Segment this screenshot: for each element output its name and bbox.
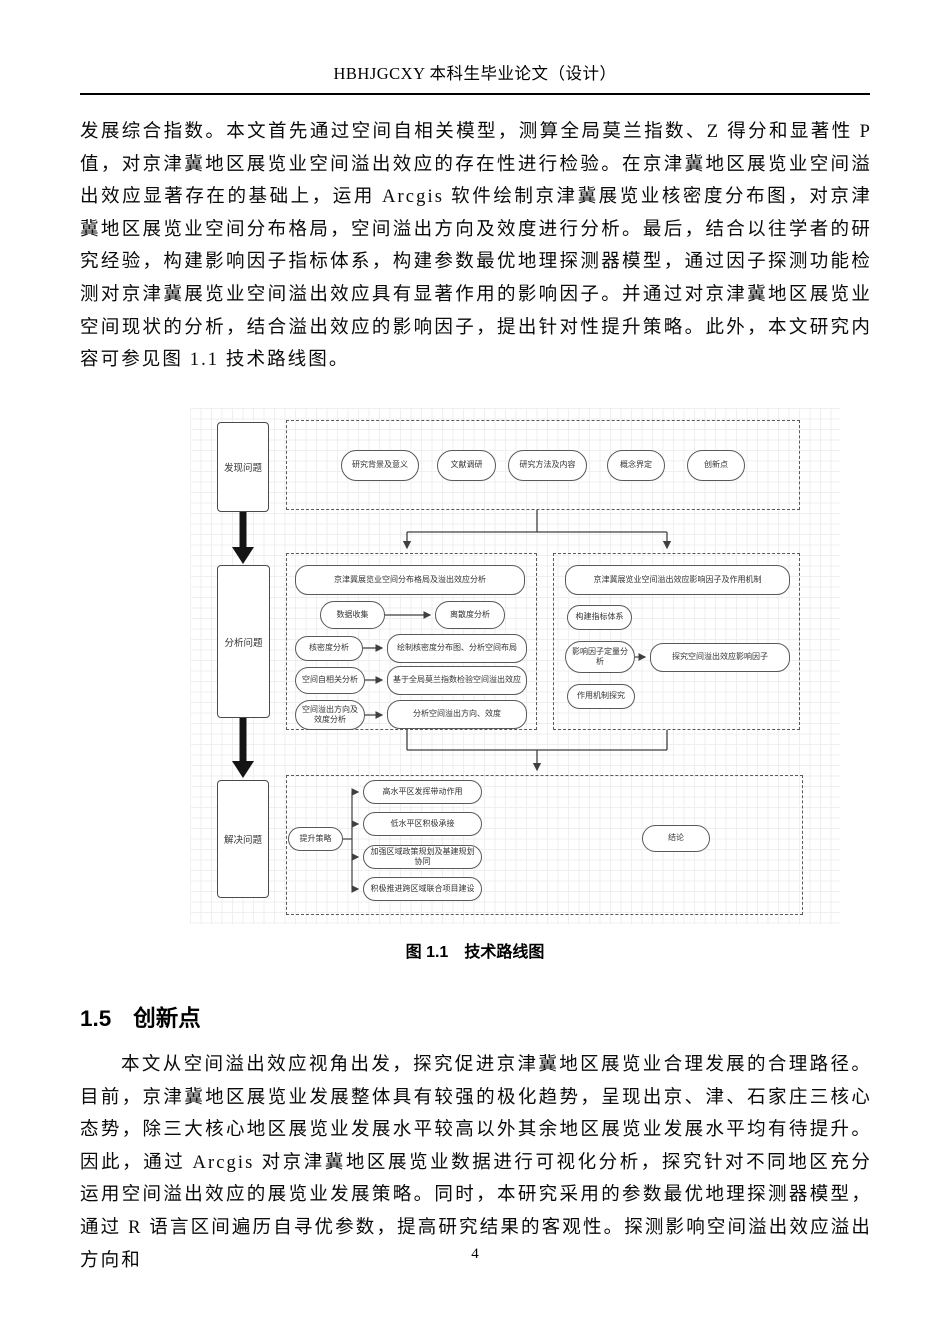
stage-solve-problem: 解决问题 (217, 780, 269, 898)
stage-analyze-problem: 分析问题 (217, 565, 270, 718)
node-dispersion-analysis: 离散度分析 (435, 601, 505, 629)
phase2-left-group-frame (286, 553, 537, 730)
node-kernel-density: 核密度分析 (295, 636, 363, 661)
node-strategy-policy-coordination: 加强区域政策规划及基建规划协同 (363, 845, 482, 869)
node-spillover-direction-task: 分析空间溢出方向、效度 (387, 700, 527, 729)
intro-paragraph: 发展综合指数。本文首先通过空间自相关模型，测算全局莫兰指数、Z 得分和显著性 P… (80, 122, 872, 371)
node-moran-index-task: 基于全局莫兰指数检验空间溢出效应 (387, 666, 527, 695)
section-number: 1.5 (80, 1006, 112, 1031)
node-build-indicator-system: 构建指标体系 (567, 605, 632, 630)
node-research-background: 研究背景及意义 (341, 450, 419, 481)
node-concept-definition: 概念界定 (607, 450, 665, 481)
node-explore-influence-factors: 探究空间溢出效应影响因子 (650, 643, 790, 672)
node-quantitative-factor-analysis: 影响因子定量分析 (565, 641, 635, 673)
phase2-to-phase3-connector (406, 730, 668, 772)
node-spatial-pattern-title: 京津冀展览业空间分布格局及溢出效应分析 (295, 565, 525, 595)
node-spillover-direction: 空间溢出方向及效度分析 (295, 700, 365, 730)
node-strategy-cross-region-projects: 积极推进跨区域联合项目建设 (363, 877, 482, 901)
node-strategy-low-level: 低水平区积极承接 (363, 812, 482, 836)
node-spatial-autocorrelation: 空间自相关分析 (295, 667, 365, 694)
node-conclusion: 结论 (642, 825, 710, 852)
figure-caption: 图 1.1 技术路线图 (405, 944, 545, 961)
node-innovation-point: 创新点 (687, 450, 745, 481)
page-header: HBHJGCXY 本科生毕业论文（设计） (80, 60, 870, 95)
node-kernel-density-task: 绘制核密度分布图、分析空间布局 (387, 634, 527, 663)
node-influence-factor-title: 京津冀展览业空间溢出效应影响因子及作用机制 (565, 565, 790, 595)
node-improvement-strategy: 提升策略 (288, 827, 343, 851)
page-number: 4 (471, 1246, 479, 1262)
section-heading: 1.5 创新点 (80, 1001, 201, 1033)
stage-discover-problem: 发现问题 (217, 422, 269, 512)
node-mechanism-research: 作用机制探究 (567, 684, 635, 709)
phase1-group-frame (286, 420, 800, 510)
node-strategy-high-level: 高水平区发挥带动作用 (363, 780, 482, 804)
phase1-to-phase2-connector (402, 510, 672, 550)
header-title: HBHJGCXY 本科生毕业论文（设计） (333, 64, 617, 83)
innovation-paragraph: 本文从空间溢出效应视角出发，探究促进京津冀地区展览业合理发展的合理路径。目前，京… (80, 1055, 872, 1271)
node-literature-review: 文献调研 (437, 450, 496, 481)
section-title: 创新点 (133, 1006, 201, 1031)
phase2-right-group-frame (553, 553, 800, 730)
node-data-collection: 数据收集 (320, 601, 385, 629)
phase3-group-frame (286, 775, 803, 915)
node-methods-content: 研究方法及内容 (508, 450, 587, 481)
technical-route-diagram: 发现问题 分析问题 解决问题 研究背景及意义 文献调研 研究方法及内容 概念界定… (190, 408, 840, 924)
